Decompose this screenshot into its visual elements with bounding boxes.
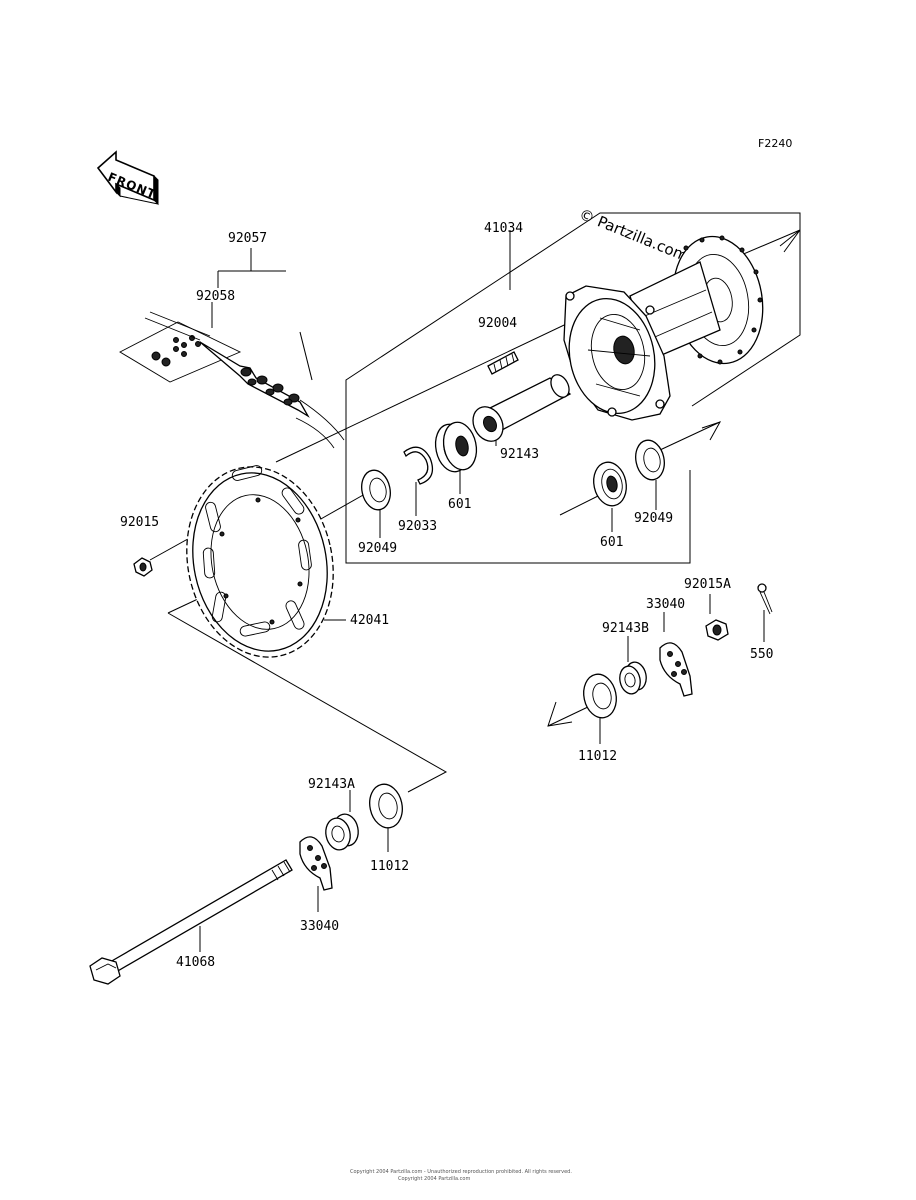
rear-sprocket <box>186 465 334 658</box>
label-92049-left[interactable]: 92049 <box>358 541 397 556</box>
axle-41068 <box>89 859 293 985</box>
label-11012-right[interactable]: 11012 <box>578 749 617 764</box>
label-601-upper[interactable]: 601 <box>448 497 471 512</box>
front-arrow-icon: FRONT <box>96 150 159 206</box>
plate-11012-left <box>369 783 403 829</box>
label-41034[interactable]: 41034 <box>484 221 523 236</box>
rear-hub <box>563 235 764 421</box>
part-labels: 92057 92058 41034 92004 92143 601 92033 … <box>120 221 773 970</box>
chain-adjuster-33040-right <box>659 642 693 697</box>
label-92004[interactable]: 92004 <box>478 316 517 331</box>
nut-92015 <box>133 557 153 577</box>
label-92015[interactable]: 92015 <box>120 515 159 530</box>
label-92143A[interactable]: 92143A <box>308 777 355 792</box>
watermark-text: © Partzilla.com <box>577 205 691 265</box>
cotter-pin-550 <box>757 583 773 615</box>
chain-adjuster-33040-left <box>299 836 333 891</box>
nut-92015A <box>705 619 729 641</box>
bearing-601-upper <box>434 421 478 473</box>
label-41068[interactable]: 41068 <box>176 955 215 970</box>
collar-92143A <box>325 813 359 851</box>
collar-92143 <box>472 374 572 442</box>
footer-copyright-line2: Copyright 2004 Partzilla.com <box>398 1176 470 1182</box>
label-92058[interactable]: 92058 <box>196 289 235 304</box>
drive-chain <box>119 248 345 449</box>
seal-92049-left <box>361 469 391 511</box>
circlip-92033 <box>403 446 434 485</box>
label-92033[interactable]: 92033 <box>398 519 437 534</box>
bearing-601-lower <box>593 461 627 507</box>
label-11012-left[interactable]: 11012 <box>370 859 409 874</box>
label-601-lower[interactable]: 601 <box>600 535 623 550</box>
label-92049-right[interactable]: 92049 <box>634 511 673 526</box>
stud-92004 <box>487 351 519 375</box>
label-42041[interactable]: 42041 <box>350 613 389 628</box>
footer-copyright-line1: Copyright 2004 Partzilla.com - Unauthori… <box>350 1169 572 1175</box>
label-92057[interactable]: 92057 <box>228 231 267 246</box>
label-33040-right[interactable]: 33040 <box>646 597 685 612</box>
figure-code: F2240 <box>758 137 792 150</box>
seal-92049-right <box>635 439 665 481</box>
label-92015A[interactable]: 92015A <box>684 577 731 592</box>
plate-11012-right <box>583 673 617 719</box>
label-33040-left[interactable]: 33040 <box>300 919 339 934</box>
label-550[interactable]: 550 <box>750 647 773 662</box>
label-92143[interactable]: 92143 <box>500 447 539 462</box>
collar-92143B <box>619 661 647 695</box>
label-92143B[interactable]: 92143B <box>602 621 649 636</box>
